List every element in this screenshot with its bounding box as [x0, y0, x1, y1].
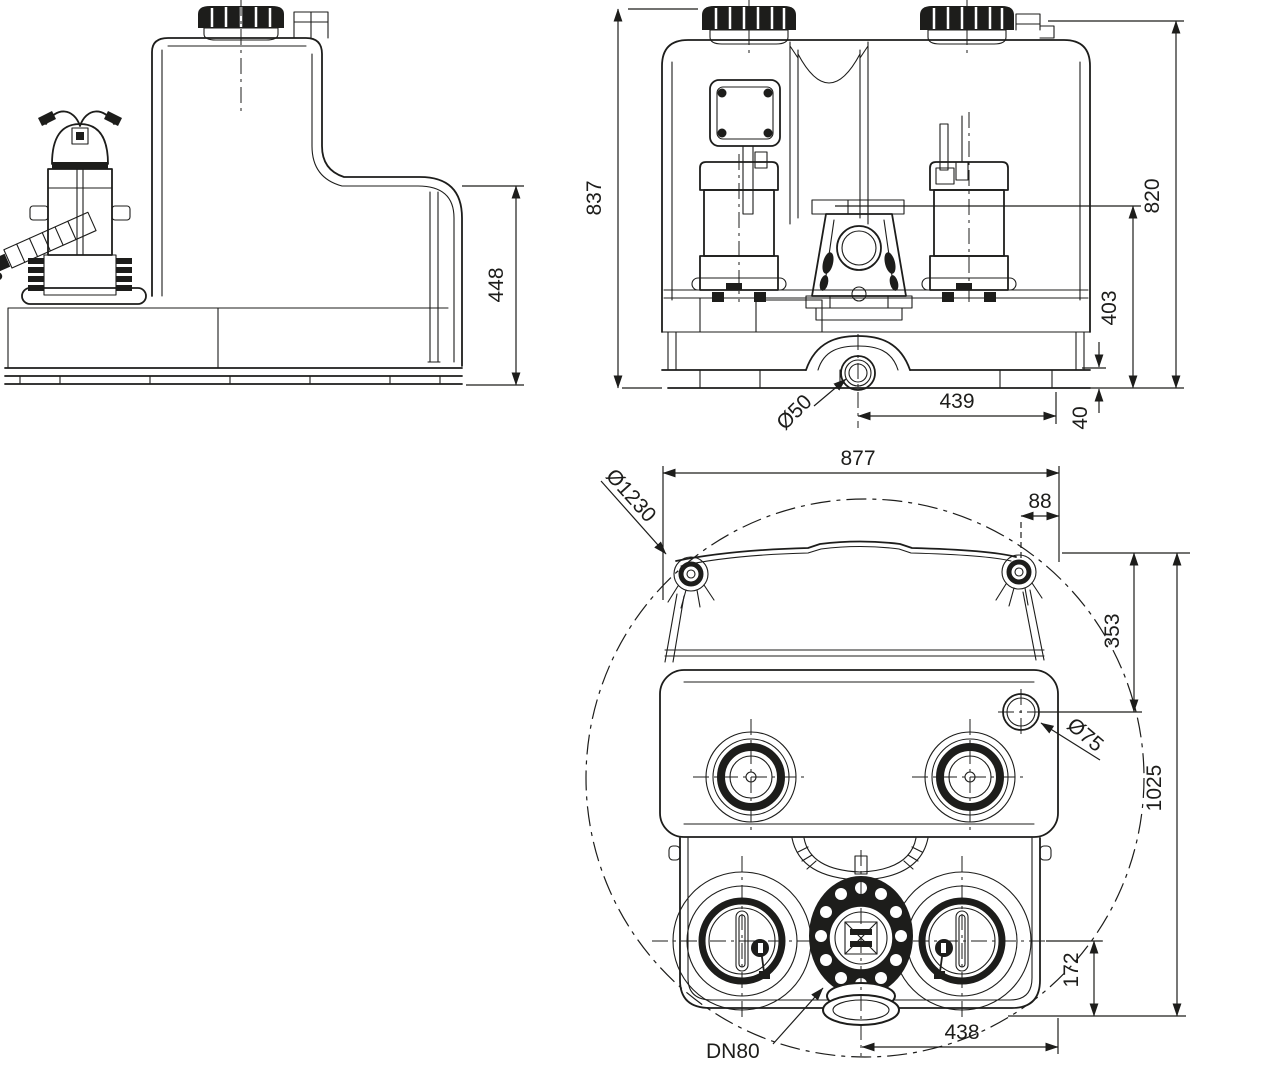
dim-label-dn80: DN80 [706, 1040, 760, 1063]
dim-front-total-height: 837 [583, 8, 698, 389]
screw-cap-left-top [693, 719, 809, 835]
lifting-eyelet-right [995, 554, 1043, 607]
dim-label-d50: Ø50 [772, 390, 816, 434]
dim-top-outlet-offset: 438 [861, 1018, 1059, 1054]
screw-cap-right-top [912, 719, 1028, 835]
dim-front-base-offset: 40 [1069, 342, 1106, 430]
dim-side-height: 448 [462, 185, 524, 386]
dim-front-vent-height: 820 [1048, 20, 1184, 389]
dim-label-438: 438 [944, 1021, 979, 1044]
dim-top-inlet-diameter: Ø75 [1040, 713, 1108, 761]
dim-label-88: 88 [1028, 490, 1051, 513]
dim-top-inlet-depth: 353 [1040, 552, 1190, 713]
dim-top-lift-offset: 88 [1020, 490, 1060, 560]
pump-opening-right-top [892, 856, 1032, 1018]
dim-top-width: 877 [662, 447, 1060, 600]
dim-front-inlet-height: 403 [835, 205, 1141, 389]
swing-circle [585, 498, 1145, 1058]
dim-label-403: 403 [1098, 290, 1121, 325]
cap-collar [203, 27, 279, 41]
dim-label-820: 820 [1141, 178, 1164, 213]
dim-label-439: 439 [939, 390, 974, 413]
dim-top-total-depth: 1025 [1008, 552, 1186, 1017]
inlet-d75 [998, 689, 1044, 735]
terminal-strip [0, 211, 97, 281]
pump-side-silhouette [0, 110, 147, 305]
dim-front-drain-offset: 439 [857, 390, 1057, 424]
outlet-flange-dn80 [809, 850, 913, 1056]
dim-outlet-connection: DN80 [706, 987, 824, 1063]
dim-label-353: 353 [1101, 613, 1124, 648]
dim-top-swing-diameter: Ø1230 [600, 465, 667, 555]
dim-label-1025: 1025 [1143, 765, 1166, 812]
dim-label-877: 877 [840, 447, 875, 470]
pump-right-front [921, 112, 1017, 302]
dim-label-448: 448 [485, 267, 508, 302]
discharge-assembly [805, 199, 913, 321]
dim-label-d1230: Ø1230 [601, 465, 660, 527]
lifting-eyelet-left [667, 556, 715, 609]
front-view: 837 820 403 40 439 [583, 0, 1184, 435]
dim-label-172: 172 [1060, 952, 1083, 987]
top-view: 877 88 Ø1230 353 Ø75 1025 [585, 447, 1190, 1063]
pump-left-front [691, 79, 787, 302]
dim-top-outlet-depth: 172 [1046, 940, 1102, 1017]
dim-label-40: 40 [1069, 406, 1092, 429]
dim-label-837: 837 [583, 180, 606, 215]
side-view: 448 [0, 0, 524, 386]
